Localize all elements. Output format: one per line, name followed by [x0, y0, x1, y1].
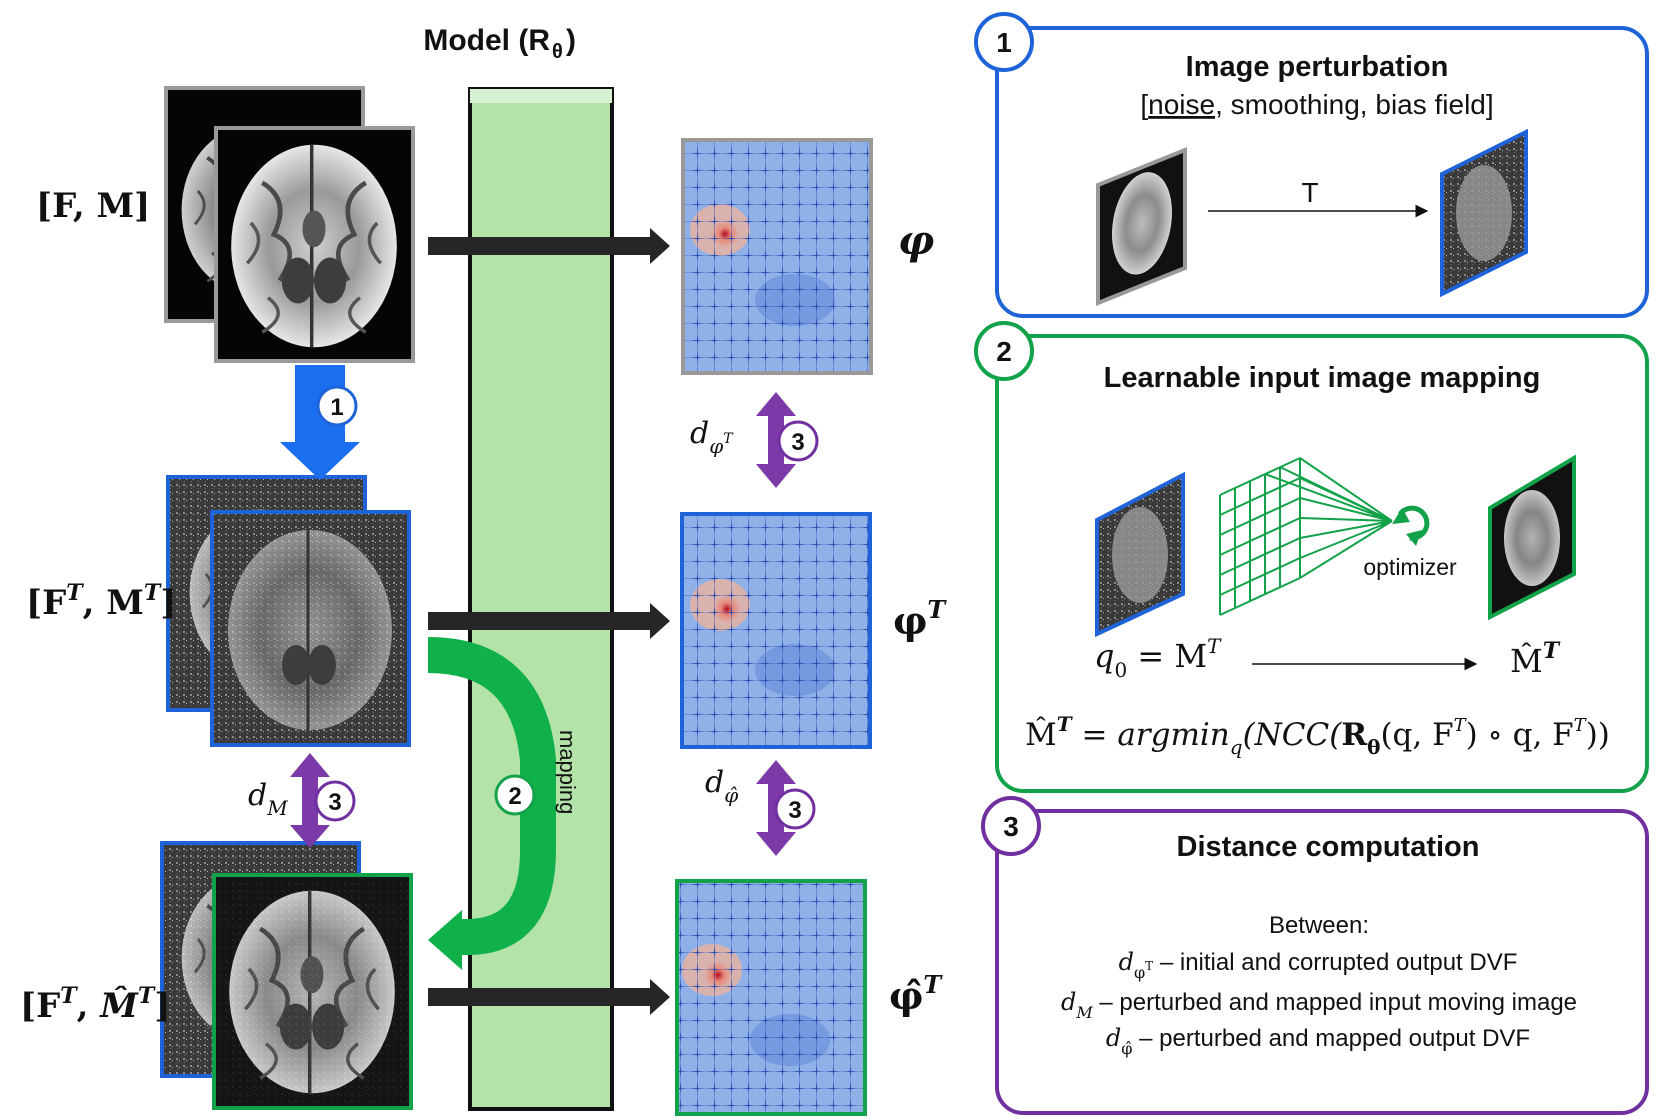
panel-learnable-mapping: 2 Learnable input image mapping optimize…	[974, 321, 1649, 793]
perturbation-arrow: 1	[280, 365, 360, 480]
argmin-formula: M̂T = argminq(NCC(Rθ(q, FT) ∘ q, FT))	[1025, 712, 1610, 759]
dvf-phi-hat-t	[675, 879, 867, 1116]
panel2-title: Learnable input image mapping	[1104, 362, 1541, 394]
svg-text:3: 3	[791, 429, 804, 456]
label-phi-t: φT	[893, 595, 947, 643]
svg-text:dM: dM	[248, 778, 288, 820]
forward-arrow-1	[428, 228, 670, 264]
panel-image-perturbation: 1 Image perturbation [noise, smoothing, …	[974, 12, 1649, 318]
svg-text:2: 2	[996, 336, 1012, 367]
distance-m-desc: dM – perturbed and mapped input moving i…	[1061, 988, 1577, 1022]
distance-phi-hat-desc: dφ̂ – perturbed and mapped output DVF	[1106, 1024, 1530, 1058]
mapping-arrow: 2 mapping	[427, 637, 580, 970]
panel-distance-computation: 3 Distance computation Between: dφT – in…	[981, 796, 1649, 1115]
distance-m-arrow: 3 dM	[248, 753, 356, 848]
svg-text:3: 3	[1003, 811, 1019, 842]
mapping-label: mapping	[555, 730, 580, 814]
svg-text:1: 1	[996, 27, 1012, 58]
model-title-close: )	[566, 24, 576, 57]
svg-text:[FT, M̂T]: [FT, M̂T]	[20, 983, 170, 1026]
dvf-grid-icon	[685, 142, 869, 371]
svg-text:[F, M]: [F, M]	[36, 186, 150, 226]
model-bar-top-highlight	[470, 89, 612, 103]
distance-phi-hat-arrow: 3 dφ̂	[705, 760, 816, 856]
label-phi: φ	[898, 217, 934, 264]
label-phi-hat-t: φ̂T	[889, 970, 943, 1018]
panel3-title: Distance computation	[1177, 831, 1480, 863]
optimizer-cycle-icon	[1392, 505, 1430, 546]
distance-phi-t-arrow: 3 dφT	[690, 392, 819, 488]
input-stack-ft-mt	[166, 475, 411, 747]
input-stack-ft-mhat	[160, 841, 413, 1110]
panel1-list: [noise, smoothing, bias field]	[1140, 89, 1493, 120]
label-f-m: [F, M]	[36, 186, 150, 226]
svg-text:3: 3	[788, 797, 801, 824]
forward-arrow-3	[428, 979, 670, 1015]
distance-phi-t-desc: dφT – initial and corrupted output DVF	[1119, 948, 1518, 982]
dvf-phi-t	[680, 512, 872, 749]
brain-image-icon	[231, 145, 397, 347]
svg-text:1: 1	[330, 394, 343, 421]
optimizer-label: optimizer	[1363, 554, 1457, 580]
label-ft-mt: [FT, MT]	[26, 580, 176, 623]
mapping-network-icon	[1219, 457, 1393, 616]
panel1-title: Image perturbation	[1186, 51, 1449, 83]
model-title-subscript: θ	[552, 41, 563, 63]
svg-text:T: T	[1301, 177, 1318, 208]
q0-equation: q0 = MT	[1094, 634, 1222, 682]
forward-arrow-2	[428, 603, 670, 639]
mhat-result: M̂T	[1510, 638, 1561, 680]
input-stack-f-m	[164, 86, 415, 363]
svg-text:dφT: dφT	[690, 416, 734, 458]
model-title: Model (R	[423, 24, 550, 57]
svg-text:[FT, MT]: [FT, MT]	[26, 580, 176, 623]
between-label: Between:	[1269, 912, 1369, 939]
svg-text:2: 2	[508, 783, 521, 810]
svg-text:3: 3	[328, 789, 341, 816]
svg-text:dφ̂: dφ̂	[705, 765, 738, 807]
dvf-phi	[681, 138, 873, 375]
label-ft-mhat: [FT, M̂T]	[20, 983, 170, 1026]
